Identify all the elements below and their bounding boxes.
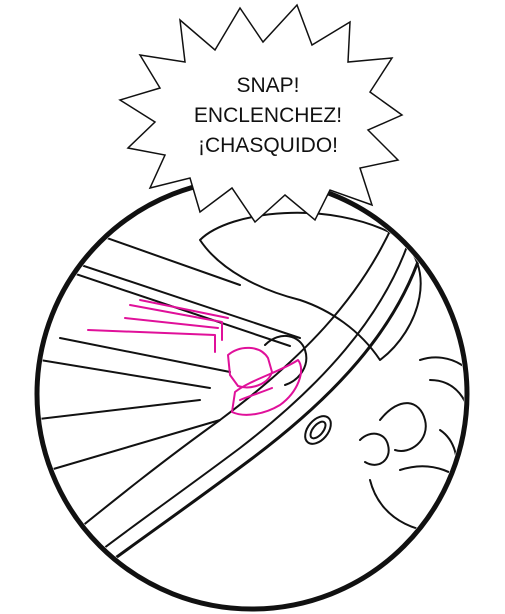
callout-line-3: ¡CHASQUIDO! bbox=[198, 134, 338, 157]
callout-line-2: ENCLENCHEZ! bbox=[194, 104, 342, 127]
callout-line-1: SNAP! bbox=[236, 74, 299, 97]
